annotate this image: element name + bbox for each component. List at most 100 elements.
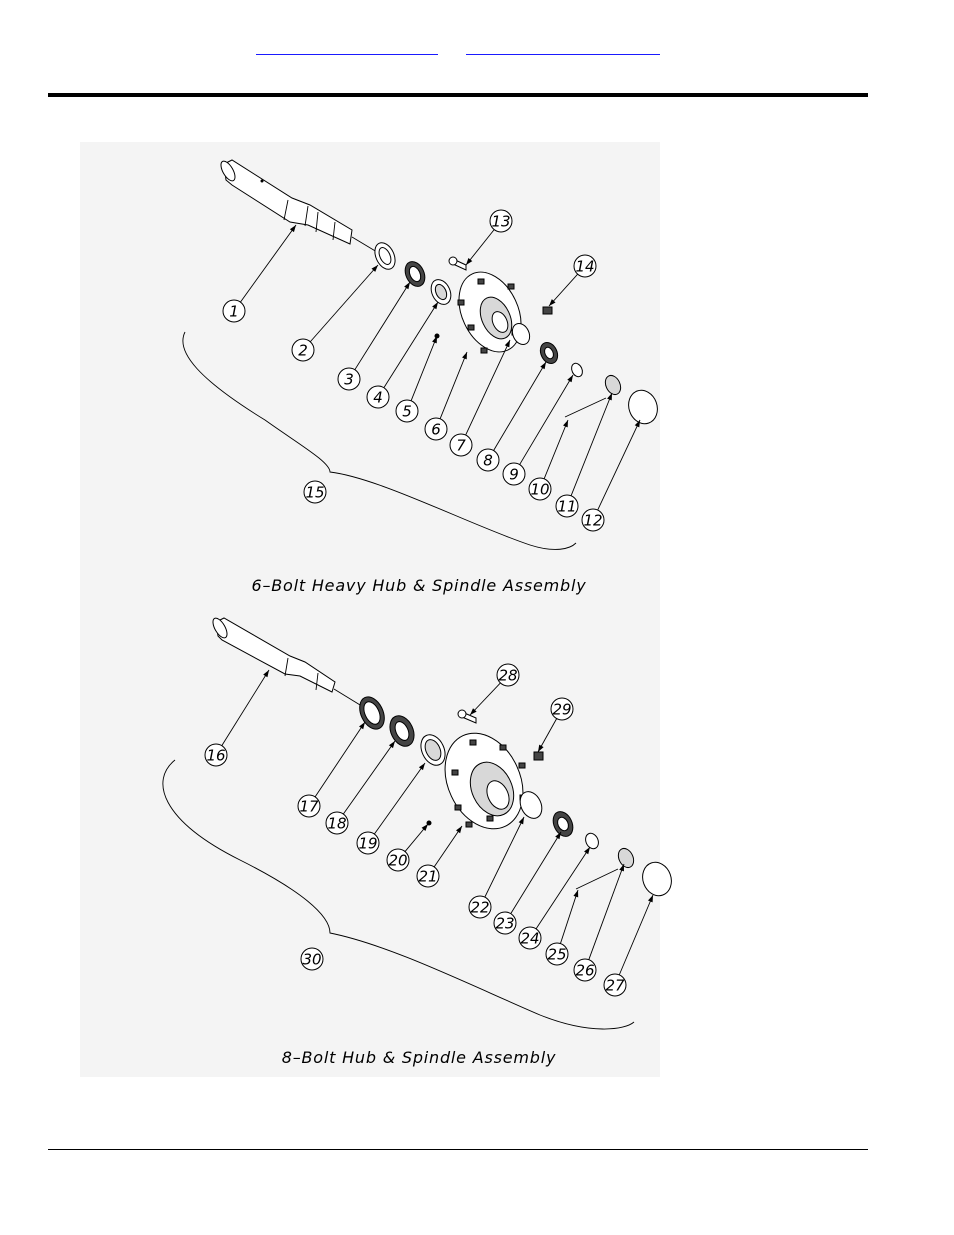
callout-number-28: 28	[498, 667, 517, 685]
callout-number-3: 3	[344, 371, 354, 389]
callout-balloon-25: 25	[546, 943, 568, 965]
leader-arrow-17	[359, 722, 365, 729]
leader-line-12	[598, 420, 640, 510]
leader-line-19	[374, 763, 425, 834]
callout-balloon-3: 3	[338, 368, 360, 390]
callout-balloon-27: 27	[604, 974, 626, 996]
leader-arrow-29	[538, 745, 544, 752]
leader-line-18	[343, 741, 395, 814]
leader-line-17	[315, 722, 365, 797]
leader-arrow-25	[573, 890, 578, 897]
spindle-1	[218, 159, 382, 255]
callout-number-27: 27	[605, 977, 625, 995]
callout-number-23: 23	[495, 915, 514, 933]
callout-balloon-19: 19	[357, 832, 379, 854]
callout-number-15: 15	[305, 484, 324, 502]
callout-balloon-2: 2	[292, 339, 314, 361]
callout-balloon-18: 18	[326, 812, 348, 834]
leader-arrow-1	[290, 225, 296, 232]
callout-balloon-10: 10	[529, 478, 551, 500]
callout-balloon-6: 6	[425, 418, 447, 440]
leader-arrow-19	[419, 763, 425, 770]
callout-balloon-16: 16	[205, 744, 227, 766]
leader-line-6	[440, 352, 467, 419]
leader-line-11	[571, 393, 612, 496]
callout-number-16: 16	[206, 747, 225, 765]
callout-number-19: 19	[358, 835, 377, 853]
callout-balloon-9: 9	[503, 463, 525, 485]
leader-line-8	[494, 362, 546, 451]
callout-balloon-12: 12	[582, 509, 604, 531]
leader-arrow-8	[540, 362, 546, 369]
leader-line-26	[589, 864, 624, 960]
leader-arrow-6	[462, 352, 467, 359]
callout-balloon-28: 28	[497, 664, 519, 686]
callout-number-12: 12	[583, 512, 602, 530]
leader-arrow-21	[456, 826, 462, 833]
spindle-2	[210, 616, 365, 708]
callout-balloon-24: 24	[519, 927, 541, 949]
leader-line-21	[434, 826, 462, 867]
callout-number-4: 4	[373, 389, 383, 407]
callout-number-25: 25	[547, 946, 566, 964]
callout-number-22: 22	[470, 899, 489, 917]
leader-line-9	[520, 375, 573, 465]
callout-number-30: 30	[302, 951, 321, 969]
callout-balloon-30: 30	[301, 948, 323, 970]
callout-balloon-23: 23	[494, 912, 516, 934]
leader-line-27	[619, 895, 653, 975]
callout-balloon-1: 1	[223, 300, 245, 322]
callout-balloon-15: 15	[304, 481, 326, 503]
leader-line-1	[240, 225, 296, 302]
callout-number-14: 14	[575, 258, 594, 276]
leader-arrow-10	[563, 420, 568, 427]
leader-line-25	[560, 890, 578, 944]
leader-arrow-22	[519, 817, 524, 824]
leader-arrow-26	[619, 864, 624, 871]
leader-line-3	[355, 282, 410, 370]
leader-arrow-11	[607, 393, 612, 400]
callout-number-5: 5	[402, 403, 412, 421]
callout-number-1: 1	[229, 303, 239, 321]
callout-balloon-26: 26	[574, 959, 596, 981]
callout-balloon-13: 13	[490, 210, 512, 232]
leader-line-2	[310, 265, 378, 342]
callout-number-13: 13	[491, 213, 510, 231]
callout-balloon-4: 4	[367, 386, 389, 408]
callout-number-20: 20	[388, 852, 407, 870]
callout-balloon-8: 8	[477, 449, 499, 471]
leader-line-10	[544, 420, 568, 479]
callout-balloon-14: 14	[574, 255, 596, 277]
leader-line-7	[466, 340, 510, 435]
callout-balloon-22: 22	[469, 896, 491, 918]
leader-arrow-18	[389, 741, 395, 748]
leader-arrow-3	[404, 282, 410, 289]
brace-1	[183, 332, 576, 549]
leader-arrow-16	[263, 670, 269, 677]
callout-balloon-17: 17	[298, 795, 320, 817]
leader-line-16	[222, 670, 269, 746]
callout-balloon-21: 21	[417, 865, 439, 887]
leader-arrow-4	[432, 302, 438, 309]
callout-number-9: 9	[509, 466, 519, 484]
callout-number-6: 6	[431, 421, 441, 439]
callout-number-2: 2	[298, 342, 308, 360]
callout-balloon-29: 29	[551, 698, 573, 720]
callout-number-7: 7	[456, 437, 466, 455]
callout-number-21: 21	[418, 868, 437, 886]
callout-balloon-11: 11	[556, 495, 578, 517]
leader-line-5	[411, 336, 437, 401]
callout-number-18: 18	[327, 815, 346, 833]
callout-number-17: 17	[299, 798, 319, 816]
callout-number-29: 29	[552, 701, 571, 719]
leader-arrow-13	[466, 258, 472, 265]
caption-figure-2: 8–Bolt Hub & Spindle Assembly	[282, 1048, 556, 1067]
leader-arrow-9	[567, 375, 573, 382]
leader-arrow-27	[648, 895, 653, 902]
callout-balloon-5: 5	[396, 400, 418, 422]
leader-arrow-5	[432, 336, 437, 343]
hub-parts-1	[371, 240, 662, 428]
callout-number-24: 24	[520, 930, 539, 948]
callout-number-26: 26	[575, 962, 594, 980]
